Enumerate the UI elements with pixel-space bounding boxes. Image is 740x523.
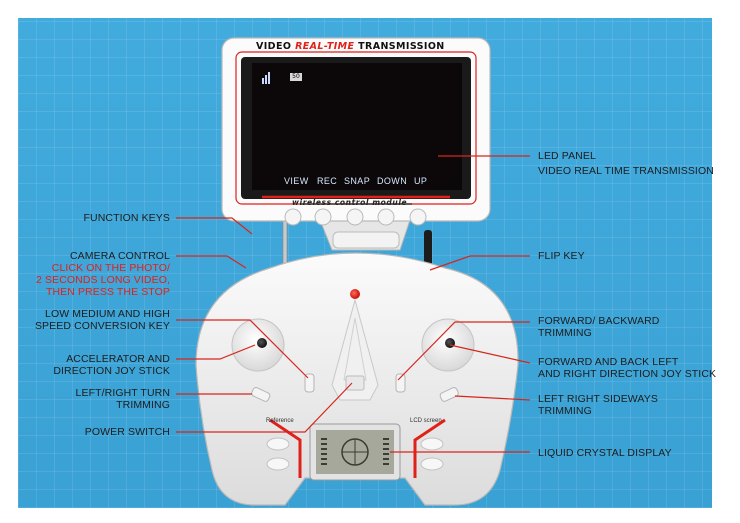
leader-camera-control xyxy=(176,255,247,269)
label-flip: FLIP KEY xyxy=(538,250,585,262)
function-key-1 xyxy=(284,208,302,226)
label-power: POWER SWITCH xyxy=(84,426,170,438)
menu-rec: REC xyxy=(317,176,338,186)
trim-buttons xyxy=(251,373,459,402)
label-fb-2: TRIMMING xyxy=(538,327,592,339)
label-lcd: LIQUID CRYSTAL DISPLAY xyxy=(538,447,672,459)
leader-function-keys xyxy=(176,217,253,235)
banner-prefix: VIDEO xyxy=(256,41,292,52)
leader-accel xyxy=(176,344,256,360)
label-speed-1: LOW MEDIUM AND HIGH xyxy=(45,308,170,320)
fb-trim xyxy=(395,373,406,393)
front-buttons xyxy=(266,437,444,471)
label-turn-2: TRIMMING xyxy=(116,399,170,411)
status-badge: 50 xyxy=(292,73,300,80)
function-keys xyxy=(284,208,427,226)
label-side-2: TRIMMING xyxy=(538,405,592,417)
leader-side xyxy=(454,395,531,401)
speed-key xyxy=(304,373,315,393)
leader-lines xyxy=(176,155,531,453)
left-turn-trim xyxy=(251,387,271,402)
left-strip-label: Reference xyxy=(266,418,294,424)
label-camera-control: CAMERA CONTROL xyxy=(70,250,170,262)
label-camera-note-3: THEN PRESS THE STOP xyxy=(45,286,170,298)
monitor-bracket xyxy=(319,219,411,251)
menu-down: DOWN xyxy=(377,176,408,186)
label-led-1: LED PANEL xyxy=(538,150,596,162)
lcd-display xyxy=(309,423,401,481)
label-turn-1: LEFT/RIGHT TURN xyxy=(75,387,170,399)
menu-snap: SNAP xyxy=(344,176,371,186)
signal-icon xyxy=(262,72,270,84)
power-indicator-led xyxy=(350,289,360,299)
leader-fb xyxy=(397,321,530,381)
label-accel-1: ACCELERATOR AND xyxy=(66,353,170,365)
right-joystick xyxy=(421,318,475,372)
leader-power xyxy=(176,382,353,433)
label-dir-1: FORWARD AND BACK LEFT xyxy=(538,356,679,368)
label-fb-1: FORWARD/ BACKWARD xyxy=(538,315,660,327)
left-joystick xyxy=(231,318,285,372)
video-screen xyxy=(252,63,462,190)
video-monitor xyxy=(221,37,491,222)
leader-dir xyxy=(449,344,531,364)
label-camera-note-1: CLICK ON THE PHOTO/ xyxy=(51,262,170,274)
label-accel-2: DIRECTION JOY STICK xyxy=(53,365,170,377)
right-strip-label: LCD screen xyxy=(410,418,442,424)
monitor-banner: VIDEO REAL-TIME TRANSMISSION xyxy=(256,41,445,52)
sideways-trim xyxy=(439,387,459,402)
label-dir-2: AND RIGHT DIRECTION JOY STICK xyxy=(538,368,717,380)
status-badge-box xyxy=(290,73,302,81)
module-label: wireless control module xyxy=(292,198,408,207)
banner-suffix: TRANSMISSION xyxy=(358,41,445,52)
antenna-left xyxy=(282,214,288,271)
leader-speed xyxy=(176,319,309,379)
banner-highlight: REAL-TIME xyxy=(295,41,355,52)
label-side-1: LEFT RIGHT SIDEWAYS xyxy=(538,393,658,405)
label-function-keys: FUNCTION KEYS xyxy=(83,212,170,224)
function-key-3 xyxy=(346,208,364,226)
function-key-4 xyxy=(377,208,395,226)
label-led-2: VIDEO REAL TIME TRANSMISSION xyxy=(538,165,714,177)
leader-flip xyxy=(429,255,530,271)
function-key-5 xyxy=(409,208,427,226)
menu-up: UP xyxy=(414,176,428,186)
label-camera-note-2: 2 SECONDS LONG VIDEO, xyxy=(36,274,170,286)
antenna-right xyxy=(424,230,432,272)
label-speed-2: SPEED CONVERSION KEY xyxy=(34,320,170,332)
menu-view: VIEW xyxy=(284,176,309,186)
function-key-2 xyxy=(314,208,332,226)
